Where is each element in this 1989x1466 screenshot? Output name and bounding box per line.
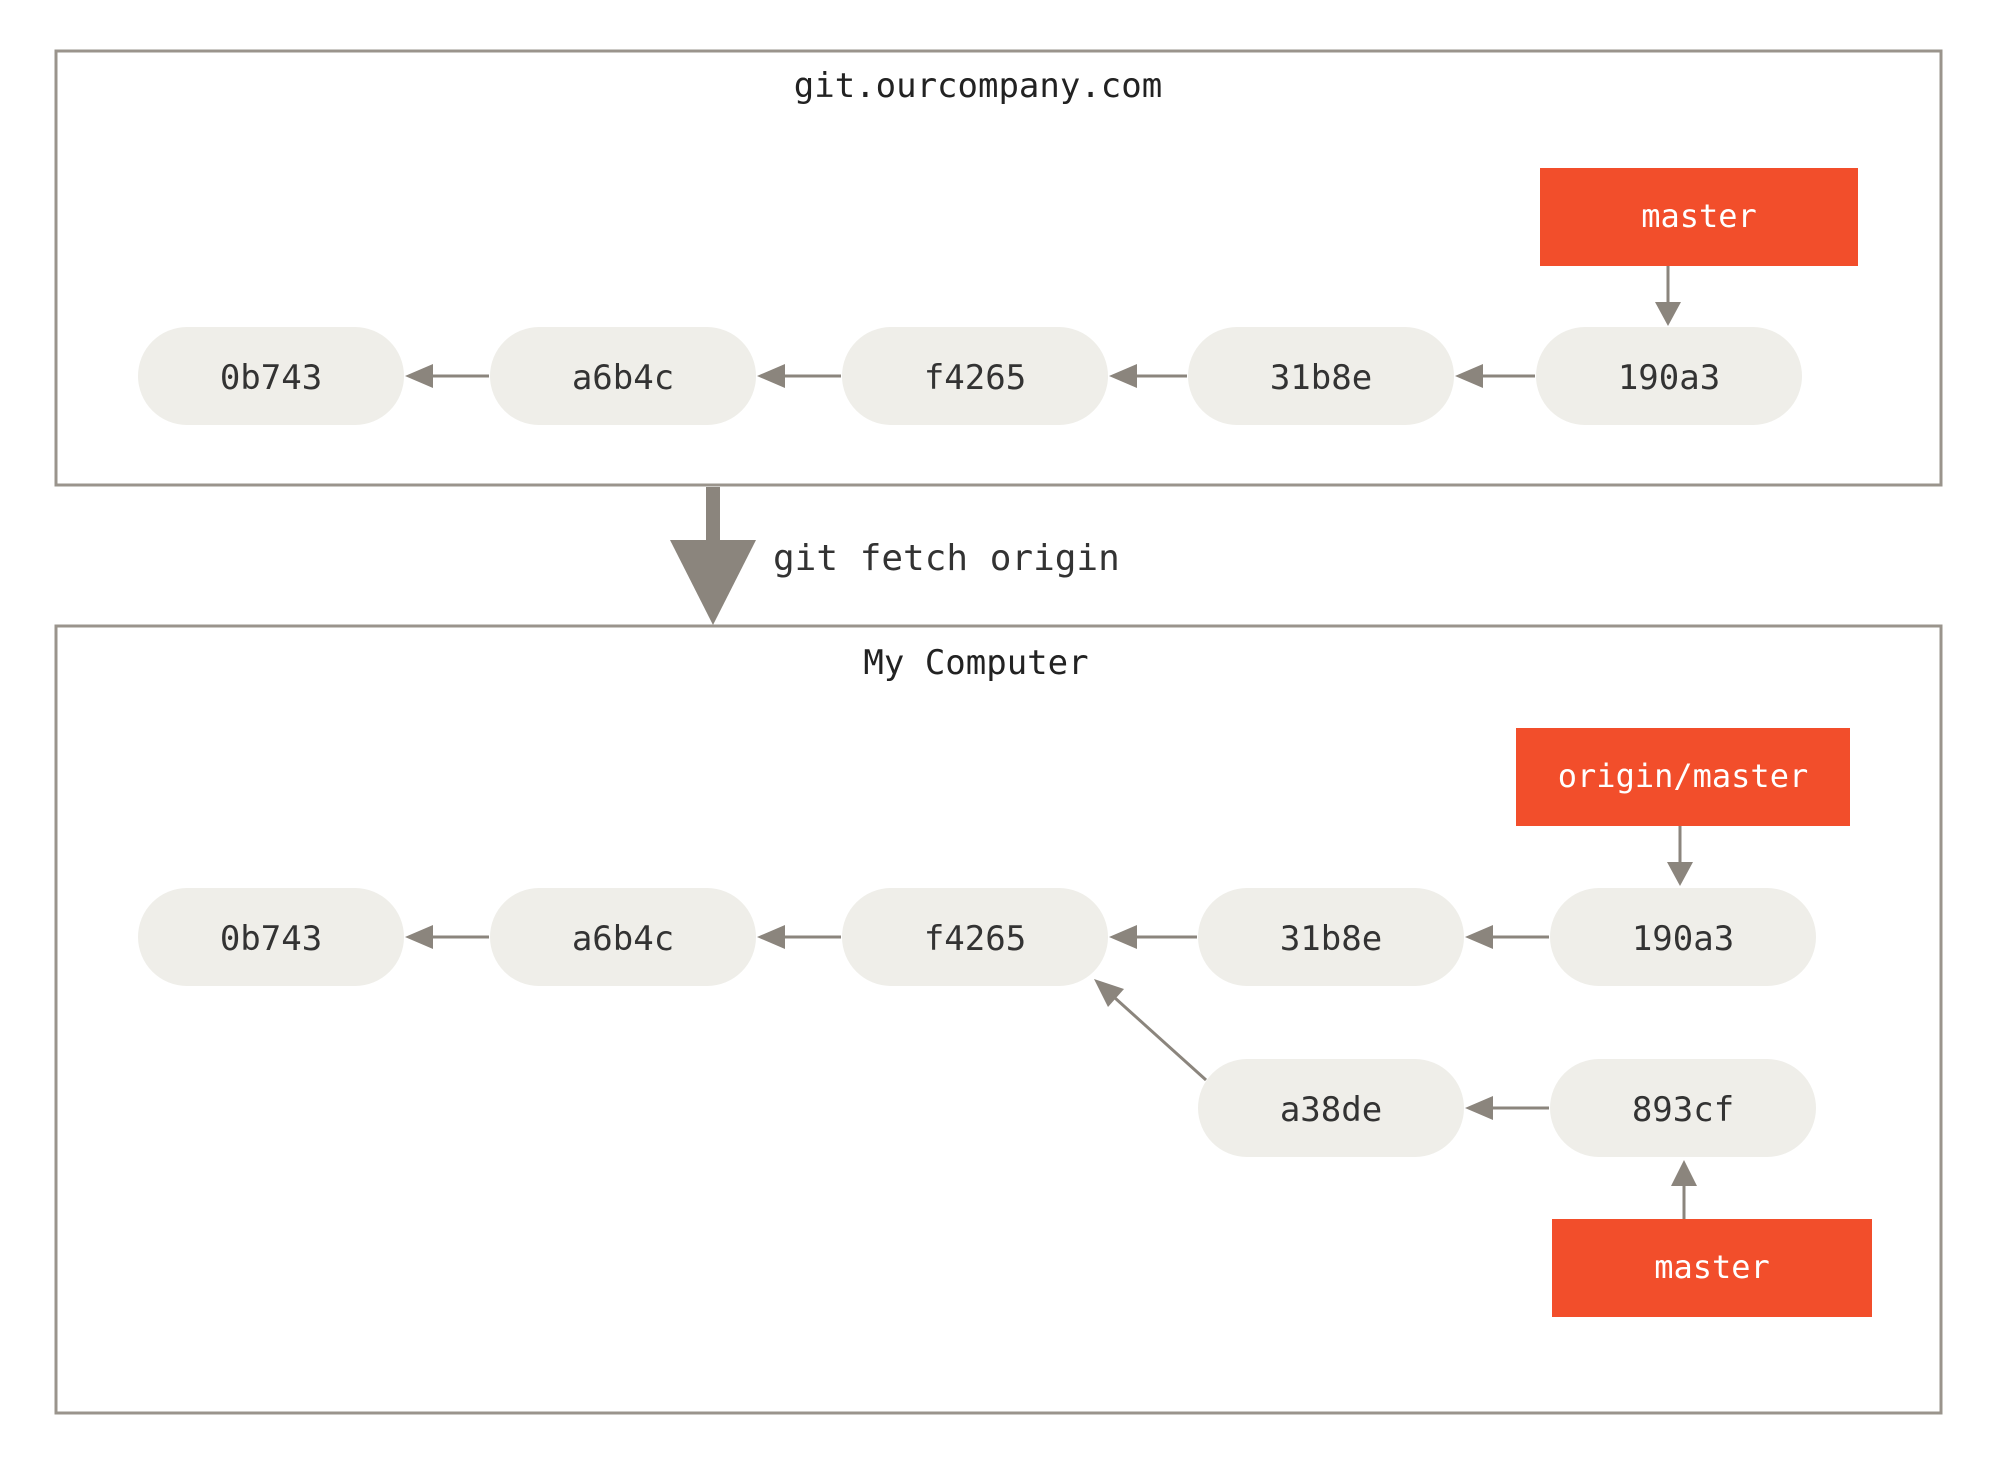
remote-commit-0b743: 0b743 bbox=[138, 327, 404, 425]
svg-text:190a3: 190a3 bbox=[1618, 358, 1720, 398]
remote-master-branch bbox=[1540, 168, 1858, 266]
local-commit-a6b4c: a6b4c bbox=[490, 888, 756, 986]
local-master-pointer-head bbox=[1671, 1160, 1697, 1186]
local-commit-a38de: a38de bbox=[1198, 1059, 1464, 1157]
svg-text:f4265: f4265 bbox=[924, 919, 1026, 959]
origin-master-label: origin/master bbox=[1558, 757, 1808, 795]
local-master-branch bbox=[1552, 1219, 1872, 1317]
local-repository-panel: My Computer origin/master 0b743 a6b4c f4… bbox=[54, 624, 1943, 1415]
remote-commit-f4265: f4265 bbox=[842, 327, 1108, 425]
local-commit-31b8e: 31b8e bbox=[1198, 888, 1464, 986]
svg-text:893cf: 893cf bbox=[1632, 1090, 1734, 1130]
remote-master-label: master bbox=[1641, 197, 1757, 235]
svg-text:190a3: 190a3 bbox=[1632, 919, 1734, 959]
local-title: My Computer bbox=[863, 643, 1088, 683]
svg-text:a38de: a38de bbox=[1280, 1090, 1382, 1130]
local-commit-893cf: 893cf bbox=[1550, 1059, 1816, 1157]
svg-text:0b743: 0b743 bbox=[220, 358, 322, 398]
svg-text:f4265: f4265 bbox=[924, 358, 1026, 398]
origin-master-pointer-head bbox=[1667, 862, 1693, 886]
local-commit-f4265: f4265 bbox=[842, 888, 1108, 986]
remote-commit-190a3: 190a3 bbox=[1536, 327, 1802, 425]
remote-master-pointer-head bbox=[1655, 302, 1681, 326]
remote-commit-31b8e: 31b8e bbox=[1188, 327, 1454, 425]
local-parent-arrows bbox=[430, 935, 1549, 1110]
fetch-command-label: git fetch origin bbox=[773, 538, 1120, 579]
remote-repository-panel: git.ourcompany.com master 0b743 a6b4c f4… bbox=[54, 49, 1943, 487]
fetch-arrow bbox=[670, 487, 756, 625]
remote-commit-a6b4c: a6b4c bbox=[490, 327, 756, 425]
local-parent-arrowheads bbox=[405, 925, 1493, 1120]
svg-text:0b743: 0b743 bbox=[220, 919, 322, 959]
origin-master-branch bbox=[1516, 728, 1850, 826]
remote-parent-arrowheads bbox=[405, 364, 1483, 388]
local-commit-190a3: 190a3 bbox=[1550, 888, 1816, 986]
svg-text:a6b4c: a6b4c bbox=[572, 919, 674, 959]
svg-text:31b8e: 31b8e bbox=[1280, 919, 1382, 959]
svg-text:31b8e: 31b8e bbox=[1270, 358, 1372, 398]
local-master-label: master bbox=[1654, 1248, 1770, 1286]
local-commit-0b743: 0b743 bbox=[138, 888, 404, 986]
remote-title: git.ourcompany.com bbox=[794, 66, 1162, 106]
svg-text:a6b4c: a6b4c bbox=[572, 358, 674, 398]
